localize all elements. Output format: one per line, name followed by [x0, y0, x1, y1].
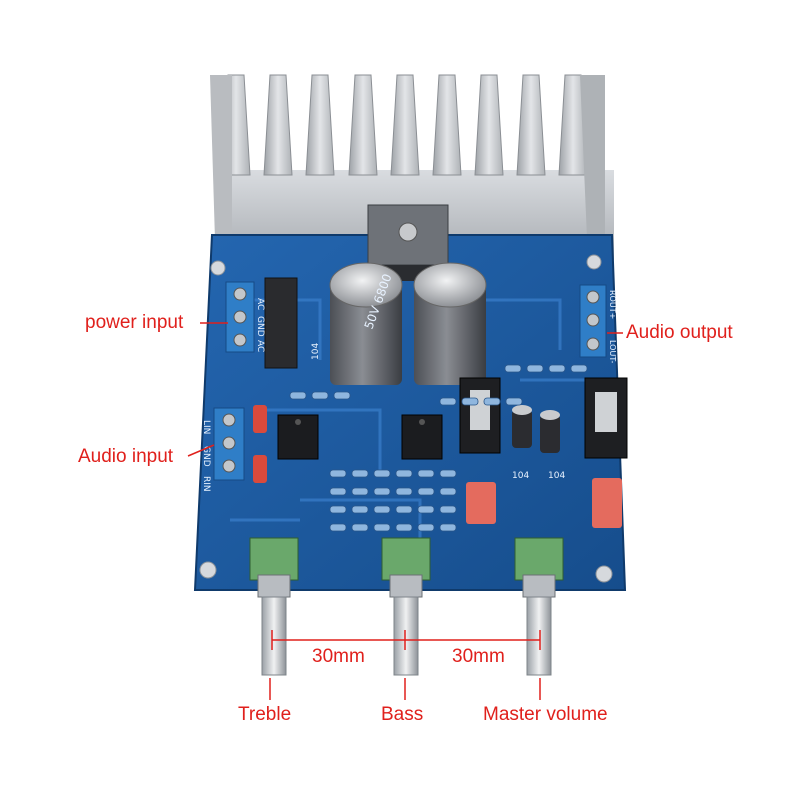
resistor [373, 505, 391, 514]
resistor [351, 469, 369, 478]
silkscreen-104-b: 104 [512, 471, 529, 481]
resistor [505, 397, 523, 406]
power-terminal-block [225, 281, 255, 353]
resistor [395, 505, 413, 514]
label-spacing-right: 30mm [452, 646, 505, 667]
small-capacitor [512, 405, 560, 453]
resistor [333, 391, 351, 400]
film-capacitor [253, 405, 267, 433]
resistor [526, 364, 544, 373]
potentiometer-bass [381, 537, 431, 676]
label-audio-input: Audio input [78, 446, 174, 467]
label-bass: Bass [381, 704, 424, 725]
resistor [395, 469, 413, 478]
heatsink-fin [474, 74, 504, 176]
resistor [417, 523, 435, 532]
power-terminal-silkscreen-gnd: GND [255, 316, 265, 337]
silkscreen-104-c: 104 [548, 471, 565, 481]
resistor [439, 505, 457, 514]
resistor [329, 523, 347, 532]
resistor [439, 487, 457, 496]
resistor [570, 364, 588, 373]
resistor [351, 523, 369, 532]
potentiometer-treble [249, 537, 299, 676]
bridge-rectifier [264, 277, 298, 369]
output-silkscreen-lout: LOUT- [608, 340, 617, 363]
silkscreen-104-a: 104 [311, 343, 321, 360]
heatsink-fin [263, 74, 293, 176]
resistor [439, 397, 457, 406]
resistor [483, 397, 501, 406]
resistor [417, 469, 435, 478]
resistor [373, 523, 391, 532]
resistor [461, 397, 479, 406]
output-transistor-right [584, 377, 628, 459]
mounting-hole [586, 254, 602, 270]
filter-capacitor-right [413, 262, 487, 385]
resistor [417, 487, 435, 496]
heatsink [210, 74, 614, 262]
resistor [548, 364, 566, 373]
resistor [373, 487, 391, 496]
film-capacitor [592, 478, 622, 528]
heatsink-fin [305, 74, 335, 176]
resistor [329, 487, 347, 496]
resistor [395, 487, 413, 496]
resistor [439, 523, 457, 532]
output-silkscreen-rout: ROUT+ [608, 290, 617, 319]
op-amp-ic-left [277, 414, 319, 460]
resistor [351, 487, 369, 496]
label-treble: Treble [238, 704, 292, 725]
resistor [329, 505, 347, 514]
heatsink-fin [516, 74, 546, 176]
heatsink-fin [390, 74, 420, 176]
resistor [289, 391, 307, 400]
resistor [395, 523, 413, 532]
film-capacitor [253, 455, 267, 483]
heatsink-fin [348, 74, 378, 176]
output-terminal-block [579, 284, 607, 358]
label-spacing-left: 30mm [312, 646, 365, 667]
pcb-board [193, 234, 627, 591]
resistor [351, 505, 369, 514]
filter-capacitor-left: 50V 6800 [329, 262, 403, 385]
mounting-hole [210, 260, 226, 276]
potentiometer-master-volume [514, 537, 564, 676]
resistor-array [289, 364, 588, 532]
resistor [417, 505, 435, 514]
resistor [439, 469, 457, 478]
film-capacitor [466, 482, 496, 524]
label-audio-output: Audio output [626, 322, 733, 343]
leader-audio-input [187, 444, 215, 457]
resistor [311, 391, 329, 400]
resistor [504, 364, 522, 373]
input-silkscreen-rin: RIN [201, 476, 211, 492]
dimension-lines [271, 630, 541, 650]
op-amp-ic-right [401, 414, 443, 460]
label-power-input: power input [85, 312, 184, 333]
input-terminal-block [213, 407, 245, 481]
input-silkscreen-lin: LIN [201, 420, 211, 434]
output-transistor-left [459, 377, 501, 454]
label-master-volume: Master volume [483, 704, 608, 725]
mounting-hole [595, 565, 613, 583]
heatsink-fin [432, 74, 462, 176]
power-terminal-silkscreen-ac-top: AC [255, 298, 265, 310]
mounting-hole [199, 561, 217, 579]
input-silkscreen-gnd: GND [201, 446, 211, 467]
resistor [329, 469, 347, 478]
power-terminal-silkscreen-ac-bottom: AC [255, 340, 265, 352]
resistor [373, 469, 391, 478]
